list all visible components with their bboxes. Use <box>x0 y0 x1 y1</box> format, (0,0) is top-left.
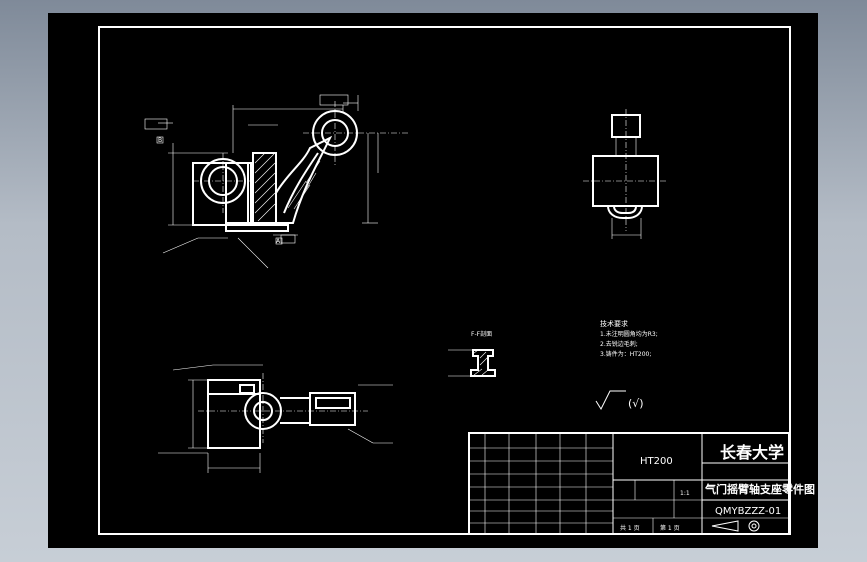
drawing-number: QMYBZZZ-01 <box>715 506 781 517</box>
datum-label-b: B <box>158 137 162 144</box>
projection-symbol-icon <box>711 520 760 532</box>
university-name: 长春大学 <box>720 443 784 462</box>
roughness-note: (√) <box>628 397 644 410</box>
tech-req-item: 2.去锐边毛刺; <box>600 340 638 348</box>
title-block <box>468 432 790 535</box>
roughness-symbol-icon <box>595 390 626 411</box>
datum-label-a: A <box>276 238 281 245</box>
material-label: HT200 <box>640 456 673 467</box>
drawing-border <box>98 26 791 535</box>
top-view <box>158 364 393 473</box>
tech-req-item: 3.铸件为：HT200; <box>600 350 651 358</box>
sheet-total: 共 1 页 <box>620 524 640 532</box>
engineering-drawing: B A <box>98 26 815 535</box>
section-f-f <box>448 349 496 377</box>
tech-req-item: 1.未注明圆角均为R3; <box>600 330 658 338</box>
tech-req-heading: 技术要求 <box>600 319 628 328</box>
drawing-title: 气门摇臂轴支座零件图 <box>704 482 815 496</box>
scale-value: 1:1 <box>680 490 690 497</box>
technical-requirements: 技术要求 1.未注明圆角均为R3; 2.去锐边毛刺; 3.铸件为：HT200; <box>600 319 658 358</box>
drawing-sheet: B A <box>48 13 818 548</box>
section-label: F-F剖面 <box>471 330 492 338</box>
side-view <box>583 109 668 239</box>
sheet-index: 第 1 页 <box>660 524 680 532</box>
front-view <box>144 94 408 269</box>
